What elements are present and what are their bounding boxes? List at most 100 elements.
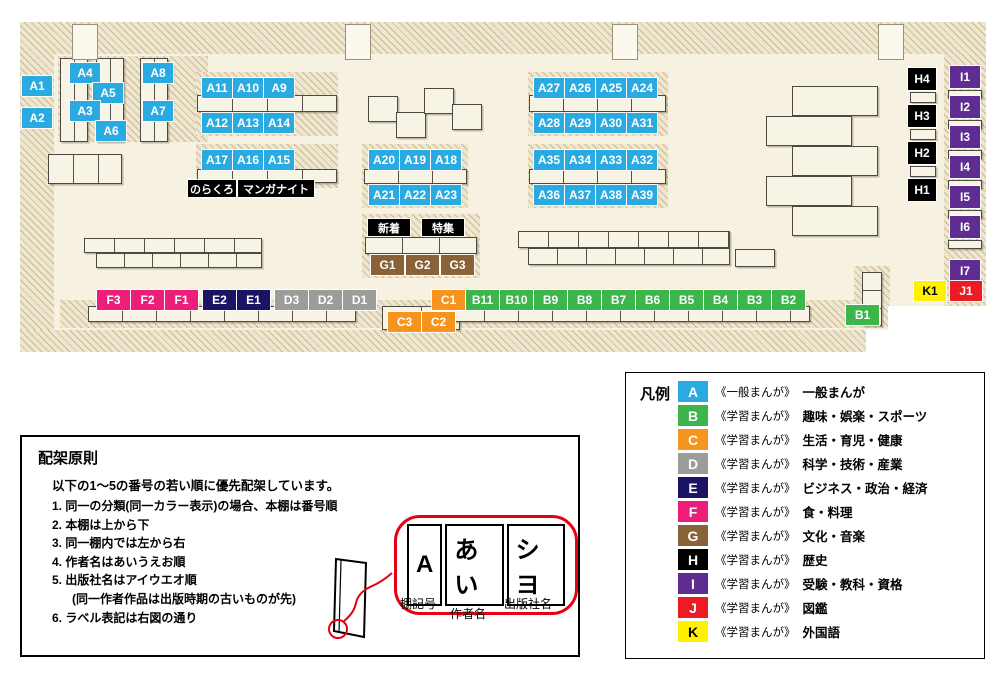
shelf-badge-F2: F2 bbox=[131, 290, 164, 310]
shelf-badge-D1: D1 bbox=[343, 290, 376, 310]
shelf-badge-B6: B6 bbox=[636, 290, 669, 310]
legend-category: 文化・音楽 bbox=[802, 530, 866, 544]
shelf-badge-A36: A36 bbox=[534, 185, 564, 205]
shelf-badge-K1: K1 bbox=[914, 281, 946, 301]
shelf bbox=[48, 154, 122, 184]
shelf bbox=[452, 104, 482, 130]
shelf-badge-B2: B2 bbox=[772, 290, 805, 310]
legend-badge-J: J bbox=[678, 597, 708, 618]
shelf-badge-A7: A7 bbox=[143, 101, 173, 121]
shelf bbox=[735, 249, 775, 267]
shelf-badge-B5: B5 bbox=[670, 290, 703, 310]
shelf-badge-A24: A24 bbox=[627, 78, 657, 98]
shelf-badge-A10: A10 bbox=[233, 78, 263, 98]
shelf-badge-I2: I2 bbox=[950, 96, 980, 118]
legend-type: 《学習まんが》 bbox=[715, 434, 796, 447]
shelf-badge-A9: A9 bbox=[264, 78, 294, 98]
shelf-badge-A31: A31 bbox=[627, 113, 657, 133]
map-label: 特集 bbox=[422, 219, 464, 236]
shelf-badge-B10: B10 bbox=[500, 290, 533, 310]
legend-category: 歴史 bbox=[802, 554, 828, 568]
shelf-badge-I3: I3 bbox=[950, 126, 980, 148]
shelf-badge-D3: D3 bbox=[275, 290, 308, 310]
shelf-badge-A4: A4 bbox=[70, 63, 100, 83]
shelf-badge-H3: H3 bbox=[908, 105, 936, 127]
map-label: マンガナイト bbox=[238, 180, 314, 197]
legend-badge-A: A bbox=[678, 381, 708, 402]
shelf-badge-G1: G1 bbox=[371, 255, 404, 275]
legend-category: 生活・育児・健康 bbox=[802, 434, 903, 448]
shelf bbox=[910, 166, 936, 177]
shelf bbox=[96, 253, 262, 268]
shelf-badge-A5: A5 bbox=[93, 83, 123, 103]
pillar bbox=[72, 24, 98, 60]
principles-intro: 以下の1〜5の番号の若い順に優先配架しています。 bbox=[52, 479, 340, 493]
shelf-badge-A15: A15 bbox=[264, 150, 294, 170]
principle-rule-5: 5. 出版社名はアイウエオ順 (同一作者作品は出版時期の古いものが先) bbox=[52, 573, 296, 606]
hatch-area bbox=[20, 330, 866, 352]
legend-item-K: K 《学習まんが》外国語 bbox=[678, 621, 928, 642]
legend-badge-E: E bbox=[678, 477, 708, 498]
shelf-badge-F1: F1 bbox=[165, 290, 198, 310]
shelf-badge-A34: A34 bbox=[565, 150, 595, 170]
shelf-badge-G3: G3 bbox=[441, 255, 474, 275]
shelf-badge-G2: G2 bbox=[406, 255, 439, 275]
shelf-badge-B9: B9 bbox=[534, 290, 567, 310]
shelf-badge-A39: A39 bbox=[627, 185, 657, 205]
shelf-badge-A20: A20 bbox=[369, 150, 399, 170]
legend-item-E: E《学習まんが》ビジネス・政治・経済 bbox=[678, 477, 928, 498]
principle-rule-3: 3. 同一棚内では左から右 bbox=[52, 536, 186, 551]
shelf bbox=[766, 116, 852, 146]
shelf-badge-C2: C2 bbox=[422, 312, 455, 332]
label-author: あい bbox=[445, 524, 504, 606]
legend-item-D: D《学習まんが》科学・技術・産業 bbox=[678, 453, 928, 474]
pillar bbox=[612, 24, 638, 60]
shelf-badge-B11: B11 bbox=[466, 290, 499, 310]
principle-rule-2: 2. 本棚は上から下 bbox=[52, 517, 150, 532]
caption-author: 作者名 bbox=[450, 607, 487, 621]
legend-badge-I: I bbox=[678, 573, 708, 594]
shelf-badge-E1: E1 bbox=[237, 290, 270, 310]
legend-badge-D: D bbox=[678, 453, 708, 474]
shelf bbox=[88, 306, 356, 322]
legend-badge-B: B bbox=[678, 405, 708, 426]
shelf bbox=[518, 231, 730, 248]
shelf bbox=[396, 112, 426, 138]
shelf-badge-A35: A35 bbox=[534, 150, 564, 170]
label-position-circle bbox=[328, 619, 348, 639]
legend-badge-K: K bbox=[678, 621, 708, 642]
legend-item-A: A《一般まんが》一般まんが bbox=[678, 381, 928, 402]
legend-type: 《学習まんが》 bbox=[715, 458, 796, 471]
shelf bbox=[365, 237, 477, 254]
shelf bbox=[368, 96, 398, 122]
shelf-badge-A22: A22 bbox=[400, 185, 430, 205]
legend-item-H: H《学習まんが》歴史 bbox=[678, 549, 928, 570]
shelf-badge-I6: I6 bbox=[950, 216, 980, 238]
shelf-badge-A25: A25 bbox=[596, 78, 626, 98]
pillar bbox=[345, 24, 371, 60]
legend-category: 外国語 bbox=[802, 626, 841, 640]
shelf-badge-B4: B4 bbox=[704, 290, 737, 310]
shelf bbox=[84, 238, 262, 253]
legend-type: 《学習まんが》 bbox=[715, 578, 796, 591]
shelf bbox=[529, 95, 666, 112]
legend-badge-H: H bbox=[678, 549, 708, 570]
principles-title: 配架原則 bbox=[38, 450, 99, 467]
shelf-badge-B1: B1 bbox=[846, 305, 879, 325]
shelf-badge-A14: A14 bbox=[264, 113, 294, 133]
label-frame: A あい シヨ bbox=[394, 515, 578, 615]
red-squiggle bbox=[343, 572, 393, 622]
shelving-principles-panel: 配架原則 以下の1〜5の番号の若い順に優先配架しています。 1. 同一の分類(同… bbox=[20, 435, 580, 657]
caption-publisher: 出版社名 bbox=[504, 597, 553, 611]
shelf bbox=[910, 129, 936, 140]
book-illustration bbox=[328, 557, 545, 639]
legend-type: 《学習まんが》 bbox=[715, 626, 796, 639]
shelf bbox=[766, 176, 852, 206]
shelf-badge-D2: D2 bbox=[309, 290, 342, 310]
label-publisher: シヨ bbox=[506, 524, 565, 606]
shelf-badge-A28: A28 bbox=[534, 113, 564, 133]
legend-category: 図鑑 bbox=[802, 602, 828, 616]
